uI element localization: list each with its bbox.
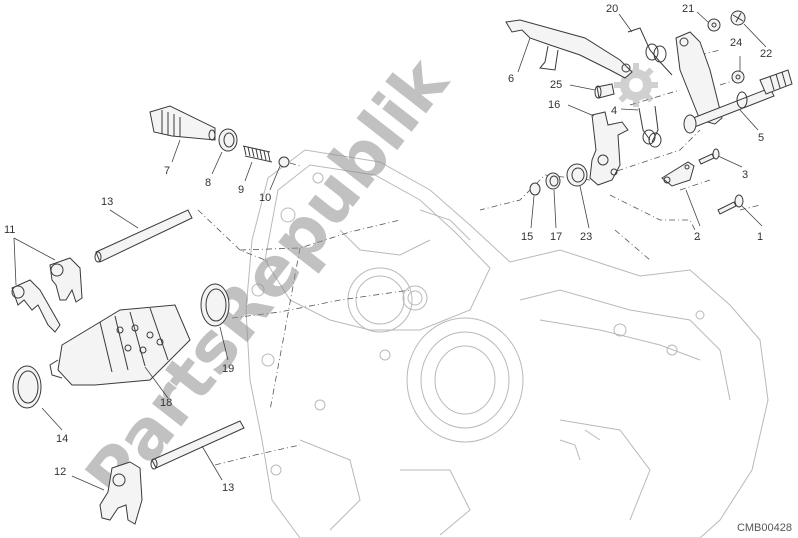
part-11-shift-forks[interactable]	[11, 257, 83, 333]
part-8-washer[interactable]	[218, 128, 238, 152]
callout-14[interactable]: 14	[56, 433, 68, 445]
callout-3[interactable]: 3	[742, 169, 748, 181]
part-10-ball[interactable]	[278, 156, 290, 168]
callout-13b[interactable]: 13	[222, 482, 234, 494]
callout-23[interactable]: 23	[580, 231, 592, 243]
part-14-shim[interactable]	[12, 365, 42, 409]
part-4-spring[interactable]	[638, 105, 662, 148]
part-13-fork-shaft-lower[interactable]	[150, 420, 245, 470]
watermark-gear-icon	[614, 63, 658, 107]
callout-6[interactable]: 6	[508, 73, 514, 85]
callout-16[interactable]: 16	[548, 99, 560, 111]
callout-12[interactable]: 12	[54, 466, 66, 478]
part-17-washer[interactable]	[545, 172, 561, 190]
part-5-gear-change-shaft[interactable]	[675, 31, 793, 134]
callout-7[interactable]: 7	[164, 165, 170, 177]
part-1-screw[interactable]	[717, 194, 744, 215]
callout-18[interactable]: 18	[160, 397, 172, 409]
part-23-seal[interactable]	[566, 163, 588, 187]
callout-1[interactable]: 1	[757, 231, 763, 243]
callout-19[interactable]: 19	[222, 363, 234, 375]
crankcase-outline	[245, 149, 769, 538]
leader-lines	[13, 11, 767, 491]
part-6-selector-lever[interactable]	[505, 19, 633, 79]
callout-17[interactable]: 17	[550, 231, 562, 243]
callout-25[interactable]: 25	[550, 79, 562, 91]
part-19-shim[interactable]	[200, 283, 230, 327]
part-24-bush[interactable]	[731, 70, 745, 84]
part-15-circlip[interactable]	[529, 182, 541, 196]
callout-11[interactable]: 11	[4, 224, 15, 236]
part-7-plug[interactable]	[149, 105, 216, 141]
part-18-selector-drum[interactable]	[49, 304, 191, 386]
callout-9[interactable]: 9	[238, 184, 244, 196]
part-21-washer[interactable]	[707, 18, 721, 32]
part-2-plate[interactable]	[661, 161, 695, 187]
callout-15[interactable]: 15	[521, 231, 533, 243]
part-13-fork-shaft-upper[interactable]	[94, 209, 193, 263]
part-16-selector-pawl[interactable]	[589, 111, 629, 186]
callout-8[interactable]: 8	[205, 177, 211, 189]
callout-2[interactable]: 2	[694, 231, 700, 243]
part-3-screw[interactable]	[698, 148, 720, 165]
callout-10[interactable]: 10	[259, 192, 271, 204]
part-22-circlip[interactable]	[730, 10, 746, 26]
part-25-pin[interactable]	[594, 83, 615, 99]
callout-20[interactable]: 20	[606, 3, 618, 15]
callout-24[interactable]: 24	[730, 37, 742, 49]
callout-13a[interactable]: 13	[101, 196, 113, 208]
part-12-shift-fork[interactable]	[99, 461, 143, 525]
callout-5[interactable]: 5	[758, 132, 764, 144]
callout-22[interactable]: 22	[760, 48, 772, 60]
svg-text:PartsRepublik: PartsRepublik	[71, 43, 465, 516]
callouts: 1 2 3 4 5 6 7 8 9 10 11 12 13 13 14 15 1…	[4, 3, 772, 494]
part-20-spring[interactable]	[627, 27, 673, 76]
callout-21[interactable]: 21	[682, 3, 694, 15]
callout-4[interactable]: 4	[611, 105, 617, 117]
part-9-spring[interactable]	[242, 145, 273, 163]
drawing-code: CMB00428	[736, 522, 792, 534]
